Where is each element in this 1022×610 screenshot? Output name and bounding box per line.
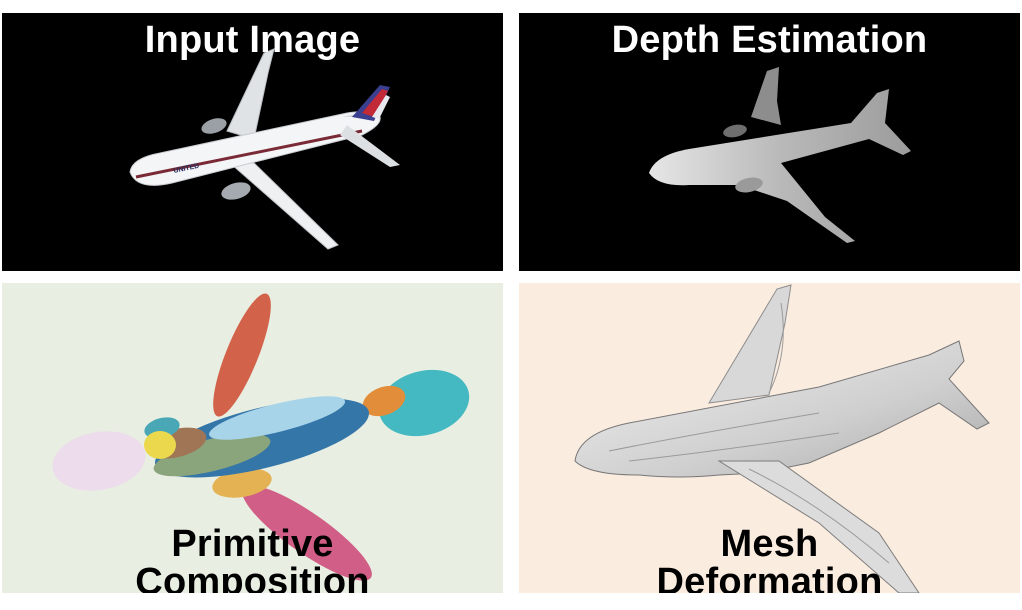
primitive-far-wing xyxy=(213,293,271,417)
primitive-composition-title: Primitive Composition xyxy=(2,525,503,593)
primitive-title-line1: Primitive xyxy=(171,523,334,565)
primitive-tail xyxy=(378,369,470,437)
depth-engine-far xyxy=(723,124,747,138)
input-image-panel: UNITED Input Image xyxy=(2,13,503,271)
input-image-figure: UNITED xyxy=(2,13,503,271)
primitive-title-line2: Composition xyxy=(135,561,370,593)
depth-estimation-panel: Depth Estimation xyxy=(519,13,1020,271)
depth-airplane-silhouette xyxy=(649,89,911,243)
primitive-near-wing xyxy=(242,485,372,581)
airplane-tail-stripe xyxy=(362,89,388,117)
primitive-nose xyxy=(52,431,146,491)
airplane-engine-near xyxy=(221,182,251,200)
primitive-fuselage-top xyxy=(208,396,346,440)
primitive-fuselage-front xyxy=(144,431,176,459)
mesh-near-wing xyxy=(717,460,920,593)
primitive-tail-root xyxy=(362,385,406,417)
primitive-belly xyxy=(212,468,272,498)
depth-estimation-figure xyxy=(519,13,1020,271)
airplane-tail-stripe-white xyxy=(372,95,390,119)
airplane-engine-far xyxy=(201,118,227,134)
mesh-deformation-figure xyxy=(519,283,1020,593)
mesh-fuselage xyxy=(574,340,990,478)
mesh-deformation-panel: Mesh Deformation xyxy=(519,283,1020,593)
airplane-cheatline xyxy=(135,129,363,179)
mesh-wrinkles xyxy=(608,302,890,564)
input-image-title: Input Image xyxy=(144,19,361,61)
primitive-composition-figure xyxy=(2,283,503,593)
primitive-fuselage-lower xyxy=(153,433,271,477)
depth-engine-near xyxy=(735,177,763,193)
mesh-far-wing xyxy=(708,284,792,404)
depth-estimation-title: Depth Estimation xyxy=(611,19,928,61)
depth-far-wing xyxy=(751,67,781,125)
mesh-title-line1: Mesh xyxy=(720,523,819,565)
primitive-composition-panel: Primitive Composition xyxy=(2,283,503,593)
mesh-deformation-title: Mesh Deformation xyxy=(519,525,1020,593)
airplane-near-stabilizer xyxy=(340,125,400,167)
mesh-title-line2: Deformation xyxy=(656,561,883,593)
